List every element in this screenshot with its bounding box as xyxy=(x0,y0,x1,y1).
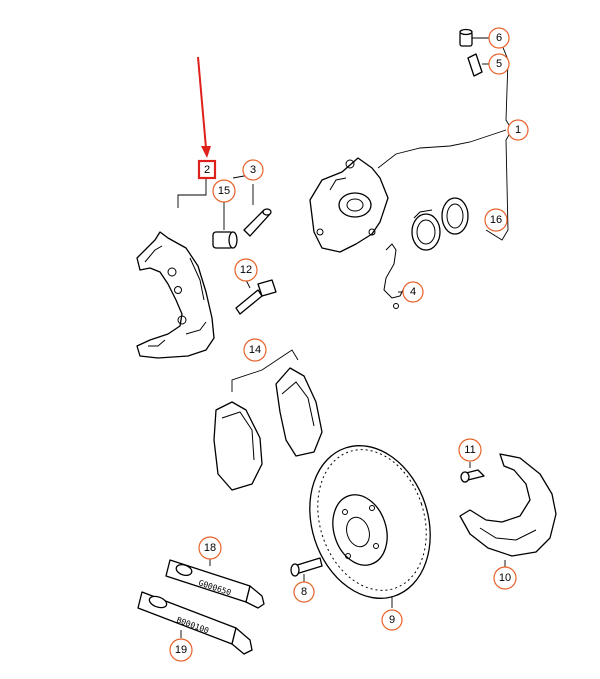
svg-text:8: 8 xyxy=(301,586,307,598)
piston-seal xyxy=(411,209,441,251)
callout-18: 18 xyxy=(198,536,222,560)
svg-text:1: 1 xyxy=(515,124,521,136)
svg-text:10: 10 xyxy=(499,572,511,584)
callout-2-label: 2 xyxy=(204,164,210,176)
bleed-valve-cap xyxy=(459,28,490,47)
svg-text:6: 6 xyxy=(496,32,502,44)
callout-6: 6 xyxy=(488,27,510,49)
callout-10: 10 xyxy=(493,566,517,590)
callout-8: 8 xyxy=(293,581,315,603)
svg-text:12: 12 xyxy=(240,264,252,276)
svg-text:16: 16 xyxy=(490,214,502,226)
callout-5: 5 xyxy=(488,53,510,75)
wear-sensor-wire xyxy=(383,243,405,309)
brake-pads xyxy=(213,349,323,491)
svg-text:9: 9 xyxy=(389,614,395,626)
svg-text:5: 5 xyxy=(496,58,502,70)
callout-3: 3 xyxy=(242,159,264,181)
brake-caliper xyxy=(309,157,389,253)
svg-text:3: 3 xyxy=(250,164,256,176)
grease-tube-19: B000100 xyxy=(137,591,253,655)
brake-disc xyxy=(309,445,431,608)
grease-tube-18: G000650 xyxy=(165,558,265,609)
callout-4: 4 xyxy=(402,281,424,303)
carrier-bolt xyxy=(235,279,277,315)
callout-19: 19 xyxy=(169,638,193,662)
bleed-valve xyxy=(467,53,490,77)
dust-boot xyxy=(441,197,469,235)
svg-text:19: 19 xyxy=(175,644,187,656)
splash-plate xyxy=(459,453,557,568)
svg-text:4: 4 xyxy=(410,286,416,298)
svg-text:14: 14 xyxy=(249,344,261,356)
callout-12: 12 xyxy=(234,258,258,282)
callout-9: 9 xyxy=(381,609,403,631)
highlight-arrow xyxy=(197,56,211,158)
callout-1: 1 xyxy=(507,119,529,141)
svg-text:18: 18 xyxy=(204,542,216,554)
highlight-box-2 xyxy=(197,159,217,180)
guide-pin xyxy=(232,175,272,237)
svg-text:15: 15 xyxy=(218,185,230,197)
brake-carrier-bracket xyxy=(136,178,215,359)
splash-plate-bolt xyxy=(460,462,485,483)
guide-bush xyxy=(212,202,238,249)
callout-11: 11 xyxy=(458,438,482,462)
callout-16: 16 xyxy=(484,208,508,232)
disc-screw xyxy=(290,557,323,582)
svg-text:11: 11 xyxy=(464,444,475,456)
callout-15: 15 xyxy=(212,179,236,203)
callout-14: 14 xyxy=(243,338,267,362)
